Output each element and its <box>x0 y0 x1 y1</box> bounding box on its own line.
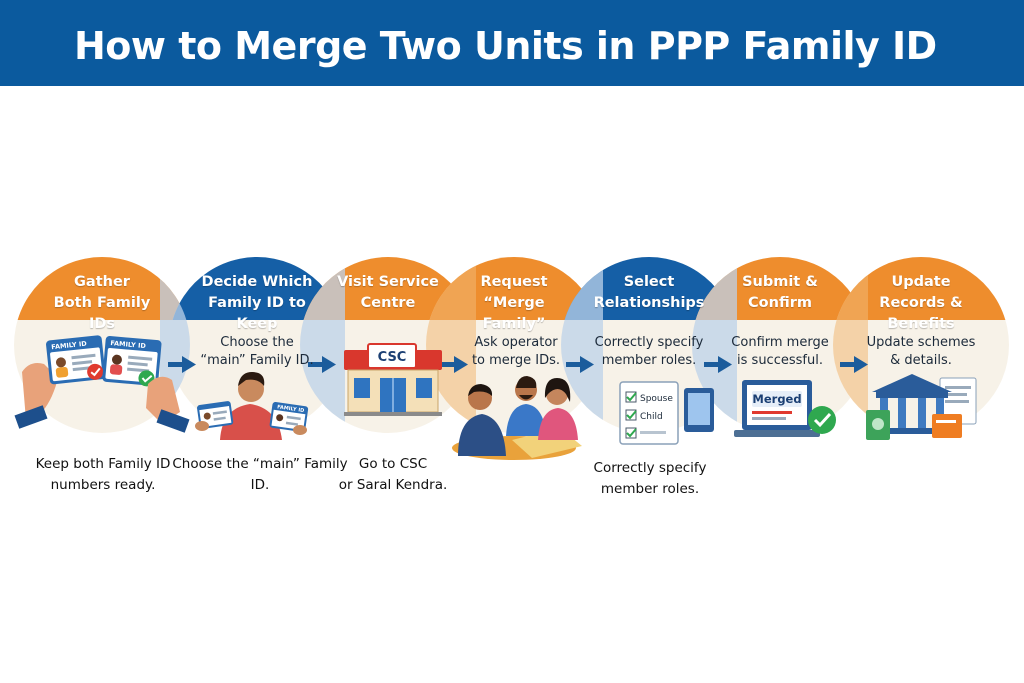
step-2-description: Choose the“main” Family ID. <box>200 335 314 368</box>
step-6-heading: Submit &Confirm <box>742 274 818 311</box>
title-banner <box>0 0 1024 86</box>
step-4-heading: Request“Merge Family” <box>480 274 548 332</box>
checkbox-icon <box>625 409 637 421</box>
id-card-icon: FAMILY ID <box>269 401 309 432</box>
csc-sign: CSC <box>378 350 407 365</box>
step-7-description: Update schemes& details. <box>866 335 976 368</box>
hand-icon <box>146 376 190 433</box>
svg-text:FAMILY ID: FAMILY ID <box>277 404 305 414</box>
id-cards-illustration: FAMILY ID FAMILY ID <box>14 335 190 433</box>
arrow-icon <box>566 356 594 373</box>
step-2-caption: Choose the “main” Family ID. <box>172 456 348 493</box>
csc-building-illustration: CSC <box>344 343 442 416</box>
id-card-icon: FAMILY ID <box>102 335 162 387</box>
person-icon <box>538 378 578 440</box>
arrow-icon <box>168 356 196 373</box>
check-icon <box>808 406 836 434</box>
folder-icon <box>932 414 962 438</box>
arrow-icon <box>440 356 468 373</box>
checkbox-icon <box>625 427 637 439</box>
person-with-cards-illustration: FAMILY ID <box>195 372 309 440</box>
hand-icon <box>14 363 58 429</box>
person-icon <box>506 376 546 436</box>
arrow-icon <box>704 356 732 373</box>
relationship-checklist-illustration: Spouse Child <box>619 381 714 445</box>
page-title: How to Merge Two Units in PPP Family ID <box>74 24 937 68</box>
arrow-icon <box>840 356 868 373</box>
id-card-icon: FAMILY ID <box>46 335 106 385</box>
person-icon <box>220 404 282 440</box>
merged-laptop-illustration: Merged <box>734 380 836 437</box>
id-card-icon <box>197 401 234 429</box>
flow-arrows <box>168 356 868 373</box>
svg-text:Merged: Merged <box>752 392 801 406</box>
operator-meeting-illustration <box>452 376 582 460</box>
arrow-icon <box>308 356 336 373</box>
svg-text:FAMILY ID: FAMILY ID <box>51 340 88 352</box>
svg-text:FAMILY ID: FAMILY ID <box>110 339 147 350</box>
records-benefits-illustration <box>866 374 977 440</box>
checkbox-icon <box>625 391 637 403</box>
person-icon <box>458 384 506 456</box>
bank-icon <box>872 374 952 392</box>
svg-text:Spouse: Spouse <box>640 394 673 404</box>
svg-text:Child: Child <box>640 412 663 422</box>
